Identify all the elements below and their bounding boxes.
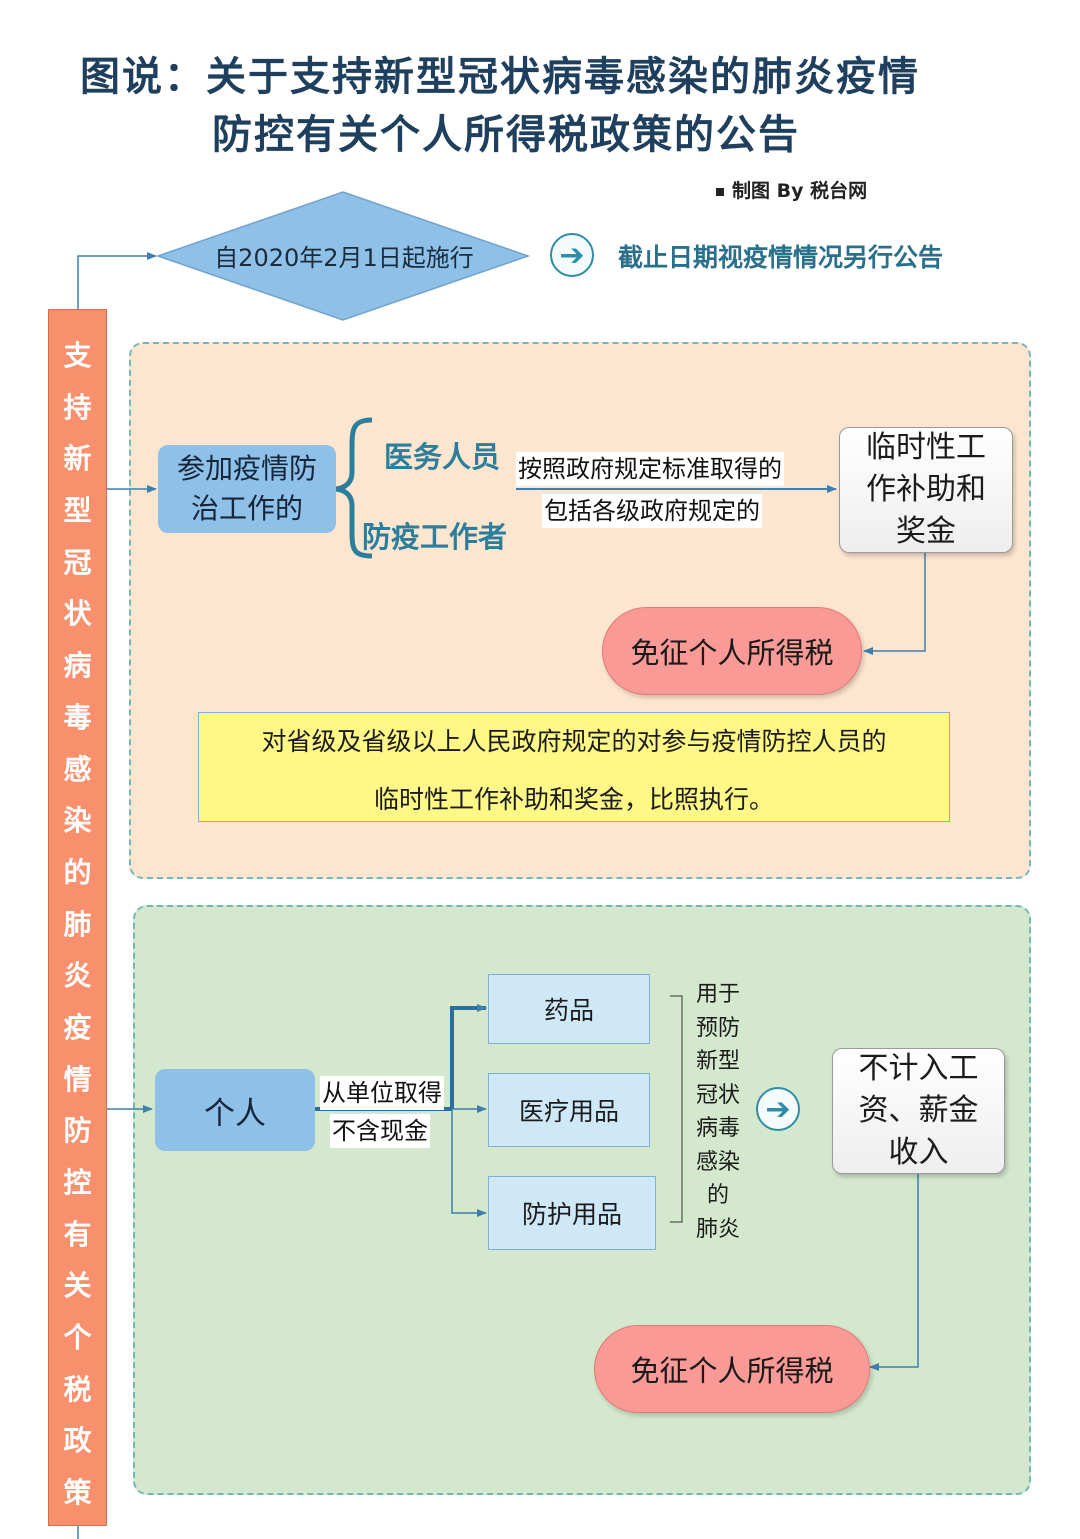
side-bar-char: 疫 [63,1010,92,1044]
purpose-line: 的 [706,1183,729,1208]
exempt-text-1: 免征个人所得税 [630,636,834,670]
side-bar-char: 炎 [63,959,92,993]
item-medical-supplies: 医疗用品 [488,1073,650,1147]
side-bar-char: 关 [63,1269,92,1303]
item-medical-label: 医疗用品 [518,1097,619,1126]
note-line-1: 对省级及省级以上人民政府规定的对参与疫情防控人员的 [261,727,887,756]
participant-box: 参加疫情防 治工作的 [158,445,336,533]
split-to-drugs-connector [450,1004,487,1109]
right-arrow-glyph: ➔ [765,1091,791,1127]
right-arrow-circle-icon: ➔ [756,1087,800,1131]
provincial-note-box: 对省级及省级以上人民政府规定的对参与疫情防控人员的 临时性工作补助和奖金，比照执… [198,712,950,822]
item-protective-supplies: 防护用品 [488,1176,656,1250]
participant-line-2: 治工作的 [190,492,303,525]
exempt-oval-2: 免征个人所得税 [594,1325,870,1413]
purpose-line: 用于 [695,982,740,1007]
effective-date-text: 自2020年2月1日起施行 [214,244,474,272]
side-bar-char: 毒 [63,700,92,734]
side-bar-char: 情 [63,1062,92,1096]
exempt-text-2: 免征个人所得税 [630,1354,834,1388]
purpose-line: 病毒 [695,1116,740,1141]
item-drugs: 药品 [488,974,650,1044]
exempt-oval-1: 免征个人所得税 [602,607,862,695]
condition-label-1: 按照政府规定标准取得的 [516,452,784,486]
purpose-text: 用于 预防 新型 冠状 病毒 感染 的 肺炎 [690,978,746,1246]
condition-label-2: 包括各级政府规定的 [542,494,762,528]
side-bar-char: 病 [63,649,92,683]
title-line-2: 防控有关个人所得税政策的公告 [212,112,800,158]
side-bar-char: 有 [63,1217,92,1251]
role-epidemic-worker: 防疫工作者 [362,520,508,554]
side-bar-char: 肺 [63,907,92,941]
credit-text: 制图 By 税台网 [732,180,868,202]
individual-box: 个人 [155,1069,315,1151]
side-bar-char: 政 [63,1424,92,1458]
side-bar-char: 状 [63,597,92,631]
income-line-3: 收入 [888,1135,949,1170]
side-bar-char: 持 [63,390,92,424]
income-line-2: 资、薪金 [858,1093,979,1128]
side-bar-char: 支 [63,339,92,372]
split-to-protective-connector [451,1109,487,1217]
curly-brace-icon [335,417,373,559]
individual-text: 个人 [204,1095,266,1132]
bar-to-diamond-connector [77,252,157,309]
side-bar-char: 税 [63,1372,92,1406]
side-bar-char: 控 [63,1166,92,1199]
subsidy-line-1: 临时性工 [866,430,986,465]
purpose-line: 预防 [695,1015,740,1041]
side-bar-char: 策 [63,1476,92,1510]
title-line-1: 图说：关于支持新型冠状病毒感染的肺炎疫情 [80,54,920,100]
purpose-line: 冠状 [695,1082,740,1108]
subsidy-line-3: 奖金 [896,514,956,549]
purpose-bracket [670,995,683,1223]
side-bar-char: 感 [63,752,92,786]
income-to-exempt-connector [869,1172,919,1371]
deadline-note: 截止日期视疫情情况另行公告 [618,243,944,272]
not-wage-income-box: 不计入工 资、薪金 收入 [832,1048,1005,1174]
credit: 制图 By 税台网 [716,176,867,203]
participant-line-1: 参加疫情防 [176,452,317,485]
note-line-2: 临时性工作补助和奖金，比照执行。 [373,785,774,814]
side-bar-char: 个 [63,1321,92,1355]
side-bar-char: 冠 [63,545,92,579]
right-arrow-circle-icon: ➔ [550,233,594,277]
side-bar-char: 的 [63,855,92,889]
result-to-exempt-connector [863,552,926,655]
start-diamond [155,191,531,321]
bullet-square-icon [716,187,724,196]
role-medical-staff: 医务人员 [384,440,501,474]
right-arrow-glyph: ➔ [559,237,585,273]
policy-side-bar: 支 持 新 型 冠 状 病 毒 感 染 的 肺 炎 疫 情 防 控 有 关 个 … [48,309,107,1526]
subsidy-line-2: 作补助和 [866,472,986,507]
income-line-1: 不计入工 [858,1051,979,1086]
purpose-line: 感染 [695,1149,740,1175]
side-bar-char: 染 [63,804,92,838]
side-bar-char: 新 [63,442,92,476]
purpose-line: 新型 [695,1049,740,1074]
source-label-1: 从单位取得 [320,1076,444,1110]
side-bar-char: 防 [63,1114,92,1148]
purpose-line: 肺炎 [695,1216,740,1242]
item-drugs-label: 药品 [543,996,594,1025]
subsidy-result-box: 临时性工 作补助和 奖金 [839,427,1013,553]
source-label-2: 不含现金 [330,1114,430,1148]
item-protective-label: 防护用品 [521,1200,622,1229]
side-bar-char: 型 [63,494,92,528]
